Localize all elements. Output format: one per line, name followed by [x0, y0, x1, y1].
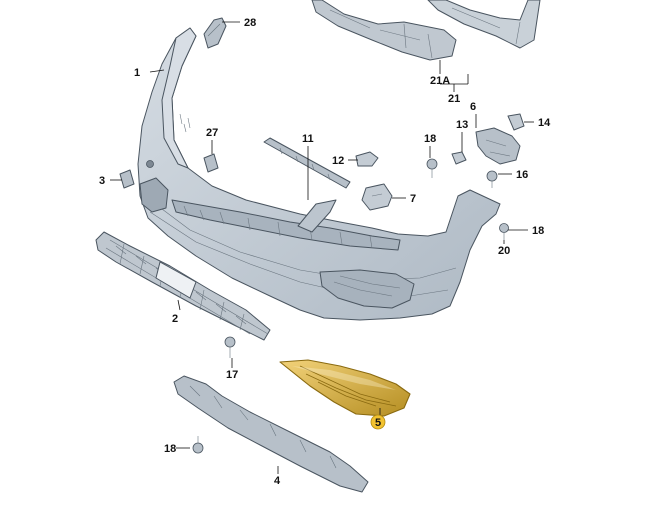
clip-part-7 — [361, 183, 393, 211]
callout-13: 13 — [456, 119, 468, 131]
clip-part-3 — [119, 169, 135, 189]
callout-5: 5 — [375, 417, 381, 429]
callout-14: 14 — [538, 117, 551, 129]
callout-21a: 21A — [430, 75, 450, 87]
callout-11: 11 — [302, 133, 314, 145]
callout-labels: 28 1 3 27 11 12 7 18 13 6 14 16 18 20 21… — [99, 17, 551, 487]
bracket-part-28 — [203, 17, 227, 49]
screw-part-17 — [224, 336, 236, 358]
leader-lines — [110, 21, 534, 474]
callout-18-top: 18 — [424, 133, 436, 145]
callout-12: 12 — [332, 155, 344, 167]
callout-3: 3 — [99, 175, 105, 187]
callout-18-bottom: 18 — [164, 443, 176, 455]
crossmember-part — [311, 0, 541, 61]
callout-18-right: 18 — [532, 225, 544, 237]
lower-support-part-4 — [173, 375, 369, 493]
callout-6: 6 — [470, 101, 476, 113]
side-screw-part-20 — [499, 223, 509, 240]
clip-part-27 — [203, 153, 219, 173]
callout-20: 20 — [498, 245, 510, 257]
callout-7: 7 — [410, 193, 416, 205]
callout-21: 21 — [448, 93, 460, 105]
bumper-cover-part-1 — [137, 27, 501, 321]
strip-part-11 — [263, 137, 351, 189]
callout-28: 28 — [244, 17, 256, 29]
mounting-bracket-part-6 — [426, 113, 525, 188]
callout-2: 2 — [172, 313, 178, 325]
callout-17: 17 — [226, 369, 238, 381]
callout-4: 4 — [274, 475, 281, 487]
cap-part-12 — [355, 151, 379, 167]
lower-grille-part-2 — [95, 231, 271, 341]
callout-5-badge — [370, 414, 386, 430]
callout-1: 1 — [134, 67, 140, 79]
callout-27: 27 — [206, 127, 218, 139]
callout-16: 16 — [516, 169, 528, 181]
trim-part-5 — [279, 359, 411, 417]
